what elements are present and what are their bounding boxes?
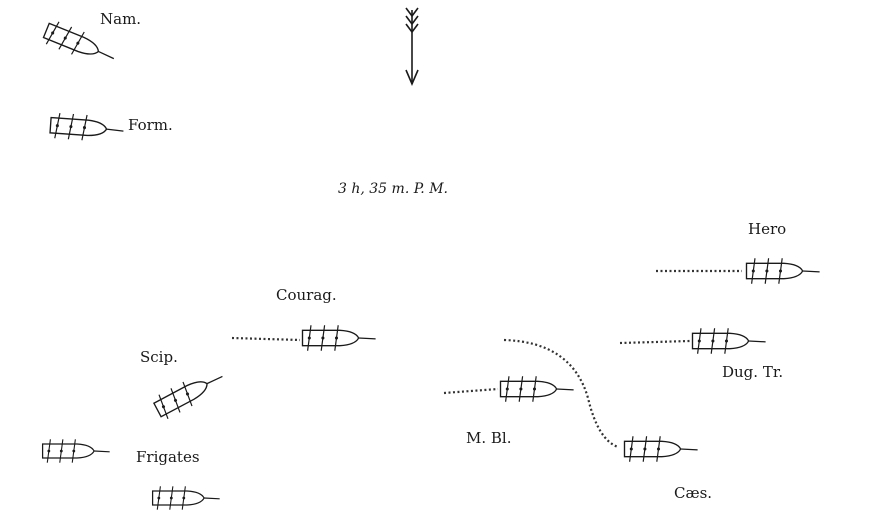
ship-dug-tr xyxy=(619,327,767,355)
label-frigates: Frigates xyxy=(136,448,200,466)
ship-courag xyxy=(231,324,377,352)
ship-scip xyxy=(150,363,229,422)
label-m-bl: M. Bl. xyxy=(466,429,511,447)
ship-form xyxy=(48,111,126,144)
ship-m-bl xyxy=(443,375,575,403)
label-scip: Scip. xyxy=(140,348,178,366)
ship-hero xyxy=(656,257,821,285)
label-courag: Courag. xyxy=(276,286,337,304)
north-arrow-icon xyxy=(405,7,419,87)
time-label: 3 h, 35 m. P. M. xyxy=(338,181,448,197)
label-hero: Hero xyxy=(748,220,786,238)
label-caes: Cæs. xyxy=(674,484,712,502)
ship-frigates-2 xyxy=(151,485,221,511)
label-dug-tr: Dug. Tr. xyxy=(722,363,783,381)
label-form: Form. xyxy=(128,116,173,134)
ship-caes xyxy=(503,338,699,463)
label-nam: Nam. xyxy=(100,10,141,28)
ship-frigates-1 xyxy=(41,438,111,464)
